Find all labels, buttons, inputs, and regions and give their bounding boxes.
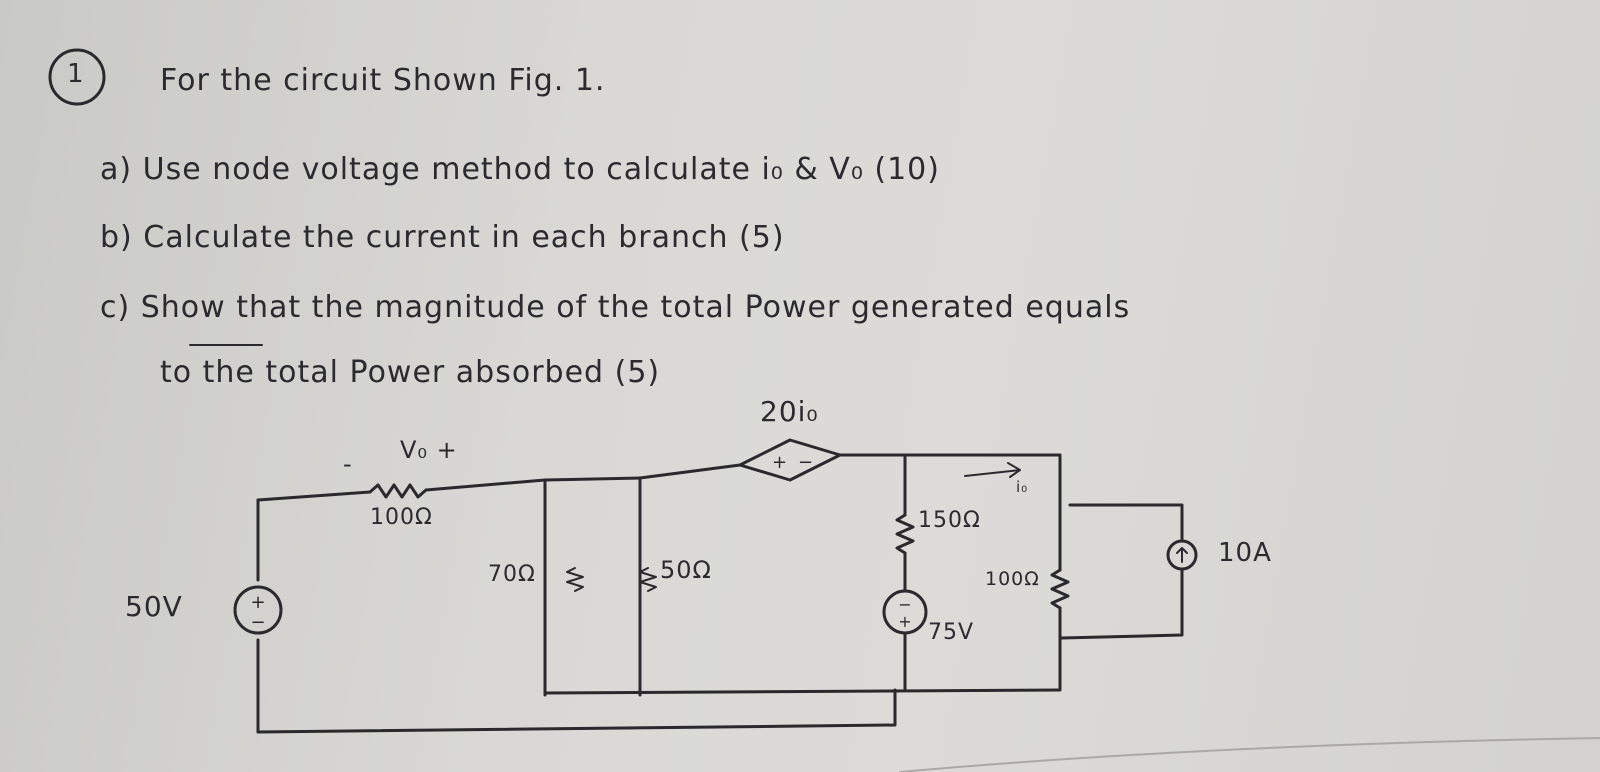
source-75v-plus: + <box>898 612 911 631</box>
wire-to-dep-source <box>638 463 742 480</box>
part-c-text-line2: to the total Power absorbed (5) <box>160 355 661 390</box>
wire-top-left <box>256 490 372 502</box>
wire-bottom-left <box>256 688 897 734</box>
question-intro: For the circuit Shown Fig. 1. <box>160 63 606 98</box>
source-75v-minus: − <box>898 595 911 614</box>
dep-source-plus: + <box>772 452 787 473</box>
source-50v-label: 50V <box>125 590 183 623</box>
resistor-150-label: 150Ω <box>918 508 981 533</box>
question-number: 1 <box>67 59 85 89</box>
dependent-source-label: 20i₀ <box>760 395 819 428</box>
source-75v-label: 75V <box>928 620 975 645</box>
dep-source-minus: − <box>798 452 813 473</box>
resistor-70-zigzag <box>566 567 584 592</box>
source-50v-circle <box>233 585 283 635</box>
question-number-circle <box>48 48 106 106</box>
resistor-100-label: 100Ω <box>370 505 433 530</box>
paper-edge-line <box>899 737 1600 772</box>
current-source-arrow <box>1176 547 1188 563</box>
current-source-label: 10A <box>1218 538 1272 568</box>
source-50v-plus: + <box>250 592 265 613</box>
part-c-text-line1: c) Show that the magnitude of the total … <box>100 290 1131 325</box>
resistor-150-zigzag <box>895 513 915 555</box>
resistor-50-zigzag <box>639 567 657 592</box>
wire-top-middle <box>424 476 642 492</box>
vo-label: V₀ + <box>400 436 458 464</box>
source-50v-minus: − <box>250 612 265 633</box>
part-b-text: b) Calculate the current in each branch … <box>100 220 785 255</box>
resistor-100r-label: 100Ω <box>985 568 1040 590</box>
resistor-50-label: 50Ω <box>660 556 712 584</box>
resistor-100-zigzag <box>368 483 428 499</box>
resistor-70-label: 70Ω <box>488 562 536 587</box>
wire-cs-top <box>1068 503 1184 542</box>
wire-bottom-right <box>543 688 1062 695</box>
vo-minus-label: - <box>343 450 353 478</box>
dependent-source-diamond <box>738 438 842 482</box>
part-a-text: a) Use node voltage method to calculate … <box>100 152 940 187</box>
wire-cs-bottom <box>1060 567 1184 640</box>
resistor-100r-zigzag <box>1050 568 1070 610</box>
io-label: i₀ <box>1016 478 1029 496</box>
io-arrow <box>964 462 1021 478</box>
